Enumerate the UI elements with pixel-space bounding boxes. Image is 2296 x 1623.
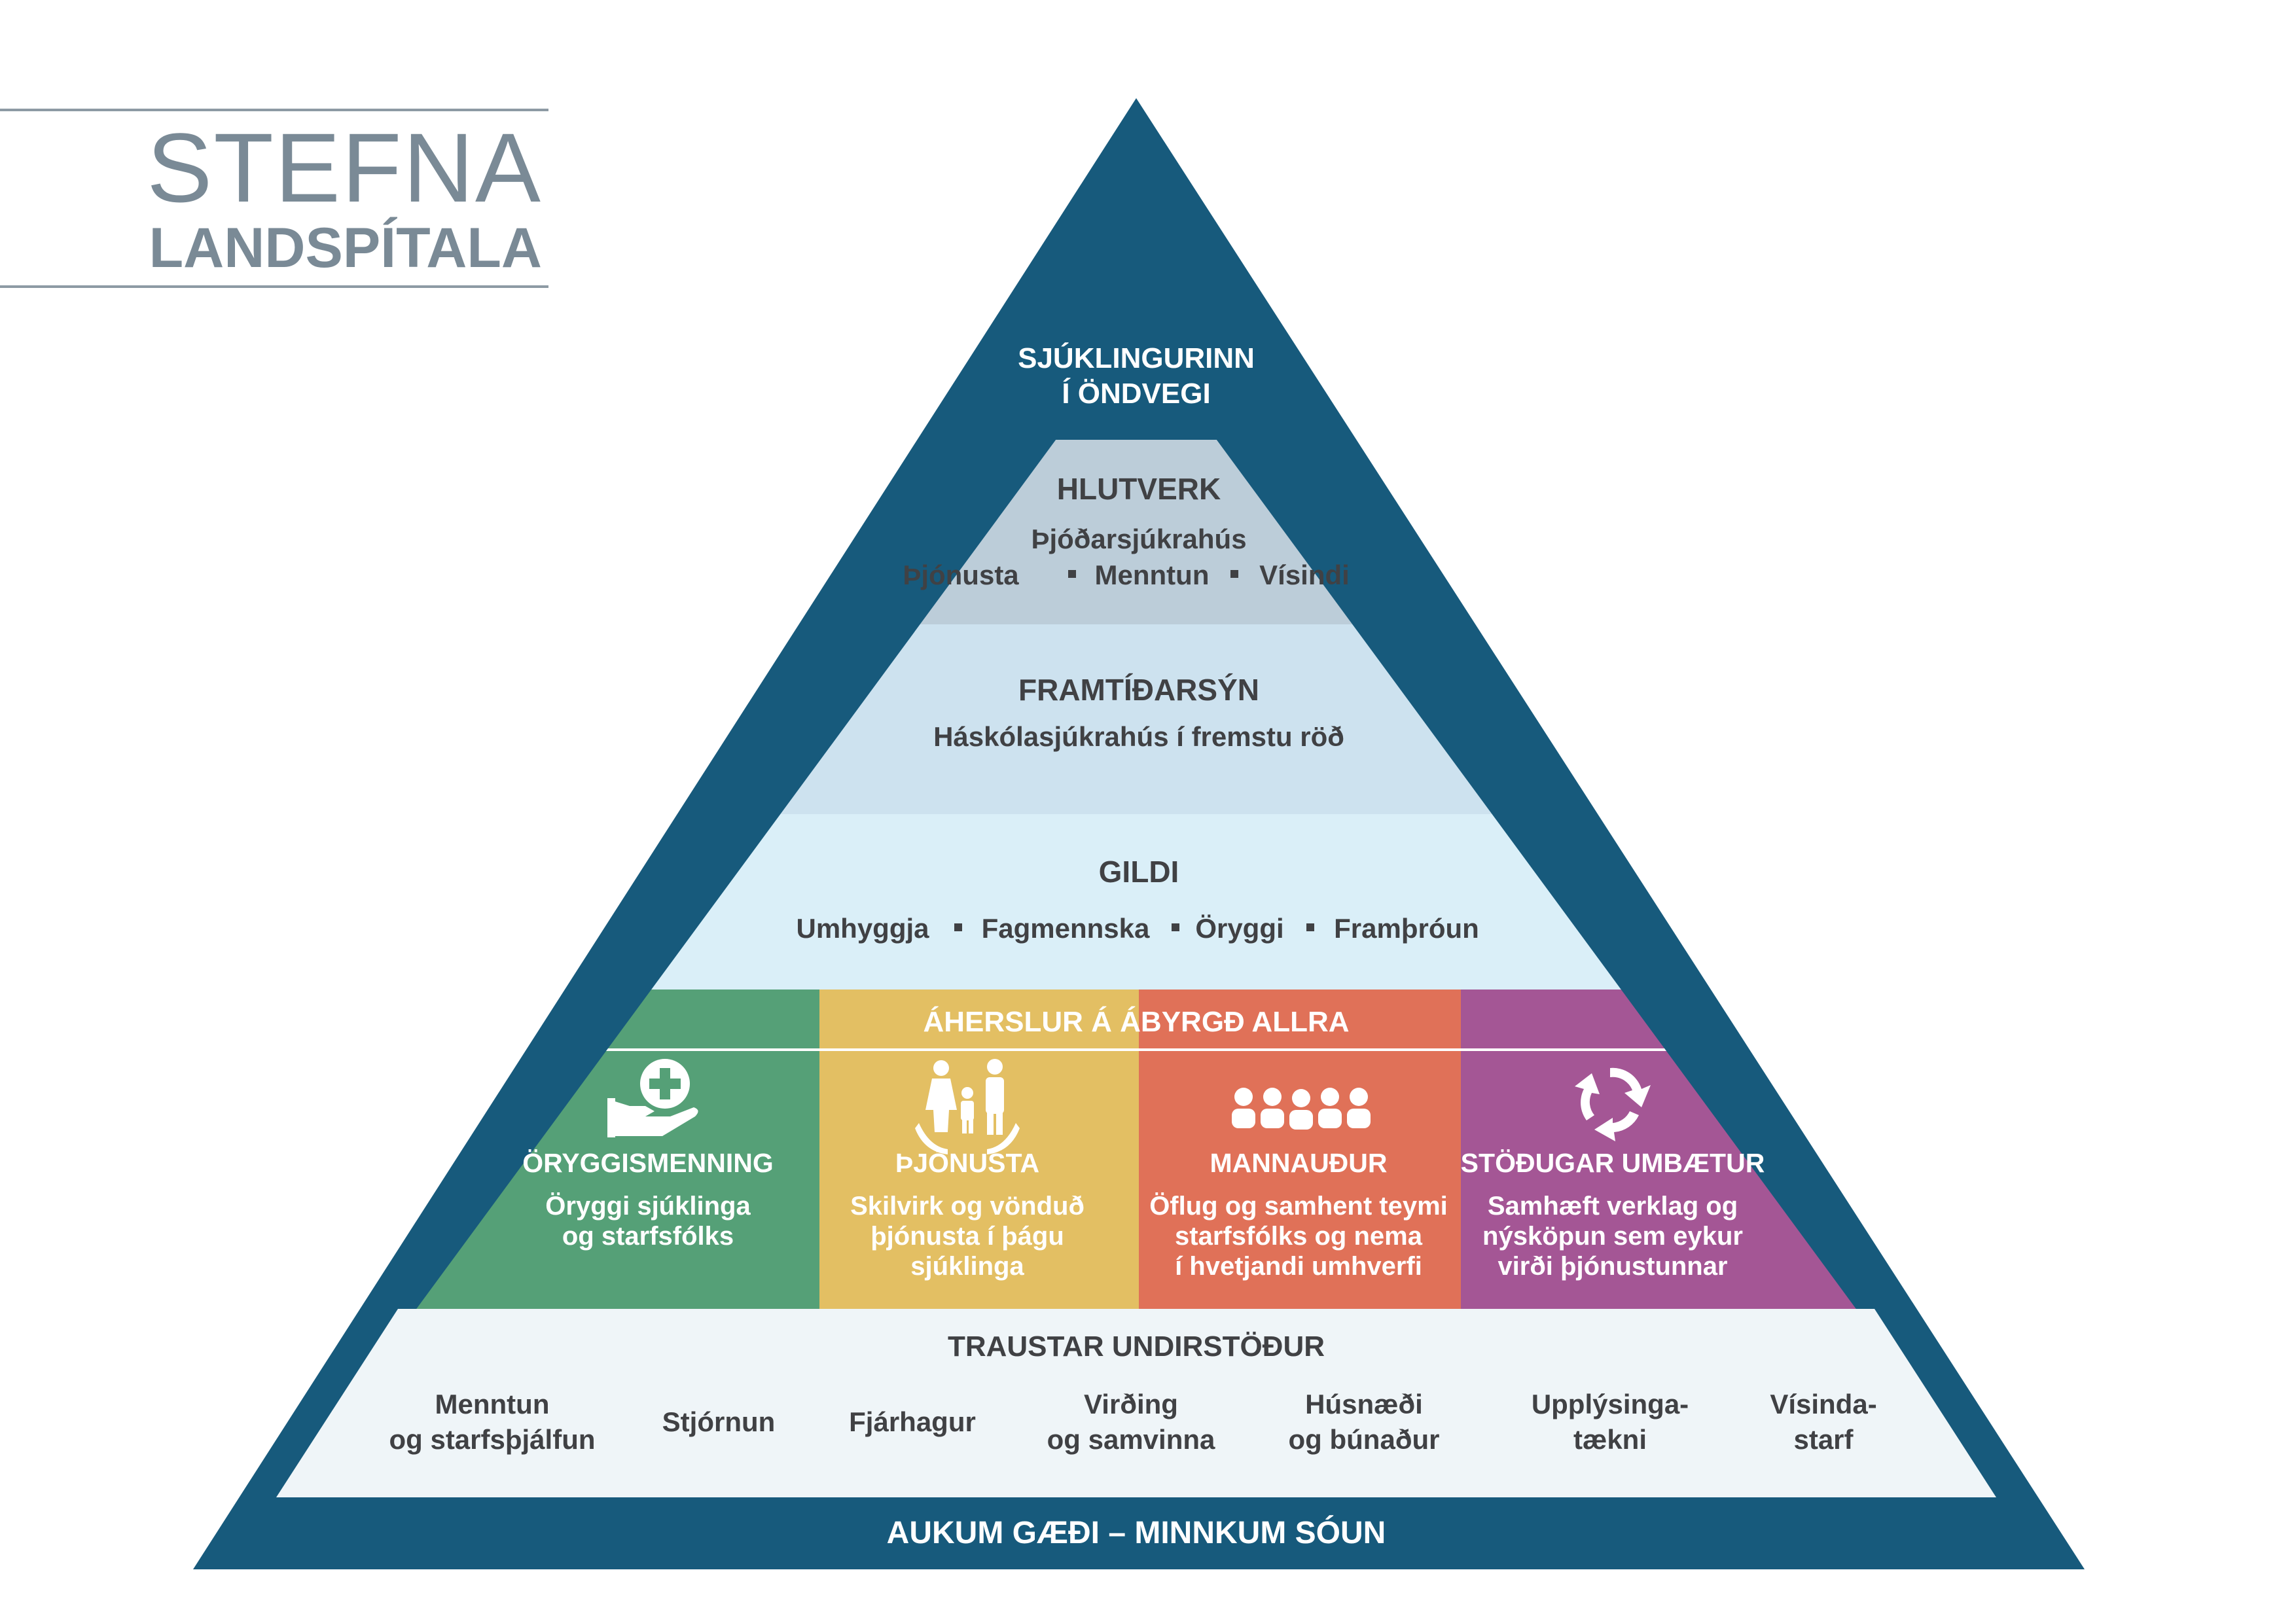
focus-area-service-bg	[819, 990, 1139, 1309]
role-separator-2	[1230, 570, 1238, 578]
focus-area-people-line1: Öflug og samhent teymi	[1149, 1191, 1448, 1221]
focus-area-service-title: ÞJÓNUSTA	[895, 1148, 1039, 1178]
focus-area-service-line3: sjúklinga	[910, 1252, 1024, 1281]
header-title-line1: STEFNA	[147, 113, 542, 223]
focus-area-safety-line2: og starfsfólks	[562, 1222, 734, 1251]
focus-area-service-line2: þjónusta í þágu	[870, 1222, 1064, 1251]
vision-band	[280, 624, 1992, 814]
foundation-item-management: Stjórnun	[662, 1406, 776, 1437]
role-item-science: Vísindi	[1259, 560, 1350, 590]
focus-area-improvement-line1: Samhæft verklag og	[1488, 1192, 1738, 1221]
foundation-item-finances: Fjárhagur	[849, 1406, 976, 1437]
focus-area-people: MANNAUÐUR Öflug og samhent teymi starfsf…	[1149, 1088, 1448, 1281]
role-item-service: Þjónusta	[903, 560, 1019, 590]
focus-area-improvement-line2: nýsköpun sem eykur	[1482, 1222, 1743, 1251]
cycle-arrows-icon	[1575, 1067, 1651, 1141]
apex-line2: Í ÖNDVEGI	[1062, 377, 1210, 410]
focus-area-people-line2: starfsfólks og nema	[1175, 1222, 1423, 1251]
foundation-item-it-line2: tækni	[1573, 1424, 1647, 1455]
header-title-block: STEFNA LANDSPÍTALA	[0, 109, 548, 288]
values-separator-2	[1172, 923, 1179, 931]
role-item-education: Menntun	[1095, 560, 1210, 590]
focus-area-service: ÞJÓNUSTA Skilvirk og vönduð þjónusta í þ…	[850, 1059, 1085, 1281]
focus-area-people-bg	[1139, 990, 1461, 1309]
foundation-item-respect-line1: Virðing	[1084, 1389, 1178, 1419]
focus-area-safety-title: ÖRYGGISMENNING	[522, 1148, 773, 1178]
foundation-item-respect-line2: og samvinna	[1047, 1424, 1215, 1455]
values-separator-1	[954, 923, 962, 931]
foundation-item-education-line2: og starfsþjálfun	[389, 1424, 595, 1455]
focus-area-safety-line1: Öryggi sjúklinga	[545, 1191, 751, 1221]
focus-area-safety: ÖRYGGISMENNING Öryggi sjúklinga og starf…	[522, 1059, 774, 1251]
role-separator-1	[1068, 570, 1076, 578]
value-item-safety: Öryggi	[1195, 913, 1283, 944]
apex-text: SJÚKLINGURINN Í ÖNDVEGI	[1018, 342, 1255, 410]
role-heading: HLUTVERK	[1057, 472, 1221, 506]
family-icon	[915, 1059, 1020, 1154]
values-heading: GILDI	[1099, 855, 1179, 889]
focus-area-service-line1: Skilvirk og vönduð	[850, 1192, 1085, 1221]
value-item-progress: Framþróun	[1334, 913, 1479, 944]
header-title-line2: LANDSPÍTALA	[149, 217, 542, 279]
foundations-heading: TRAUSTAR UNDIRSTÖÐUR	[948, 1330, 1325, 1363]
vision-heading: FRAMTÍÐARSÝN	[1018, 673, 1259, 707]
hand-cross-icon	[607, 1059, 698, 1137]
value-item-professionalism: Fagmennska	[982, 913, 1150, 944]
foundation-item-education-line1: Menntun	[435, 1389, 550, 1419]
foundation-item-research-line1: Vísinda-	[1770, 1389, 1876, 1419]
foundation-item-it-line1: Upplýsinga-	[1532, 1389, 1689, 1419]
vision-section: FRAMTÍÐARSÝN Háskólasjúkrahús í fremstu …	[933, 673, 1344, 752]
apex-line1: SJÚKLINGURINN	[1018, 342, 1255, 374]
focus-area-people-line3: í hvetjandi umhverfi	[1175, 1252, 1422, 1281]
vision-line1: Háskólasjúkrahús í fremstu röð	[933, 721, 1344, 752]
focus-banner-text: ÁHERSLUR Á ÁBYRGÐ ALLRA	[923, 1005, 1349, 1038]
values-band	[280, 814, 1992, 990]
value-item-care: Umhyggja	[796, 913, 929, 944]
foundation-band	[276, 1309, 1996, 1497]
people-group-icon	[1232, 1088, 1371, 1130]
role-section: HLUTVERK Þjóðarsjúkrahús Þjónusta Menntu…	[903, 472, 1350, 590]
focus-area-improvement: STÖÐUGAR UMBÆTUR Samhæft verklag og nýsk…	[1461, 1067, 1765, 1281]
values-section: GILDI Umhyggja Fagmennska Öryggi Framþró…	[796, 855, 1479, 944]
foundation-item-facilities-line1: Húsnæði	[1305, 1389, 1423, 1419]
focus-area-improvement-line3: virði þjónustunnar	[1498, 1252, 1727, 1281]
foundations-section: TRAUSTAR UNDIRSTÖÐUR Menntun og starfsþj…	[389, 1330, 1876, 1455]
focus-area-people-title: MANNAUÐUR	[1210, 1148, 1387, 1178]
foundation-item-facilities-line2: og búnaður	[1289, 1424, 1440, 1455]
values-separator-3	[1306, 923, 1314, 931]
focus-area-improvement-title: STÖÐUGAR UMBÆTUR	[1461, 1148, 1765, 1178]
role-line1: Þjóðarsjúkrahús	[1031, 524, 1246, 554]
base-slogan: AUKUM GÆÐI – MINNKUM SÓUN	[887, 1514, 1386, 1550]
foundation-item-research-line2: starf	[1793, 1424, 1854, 1455]
